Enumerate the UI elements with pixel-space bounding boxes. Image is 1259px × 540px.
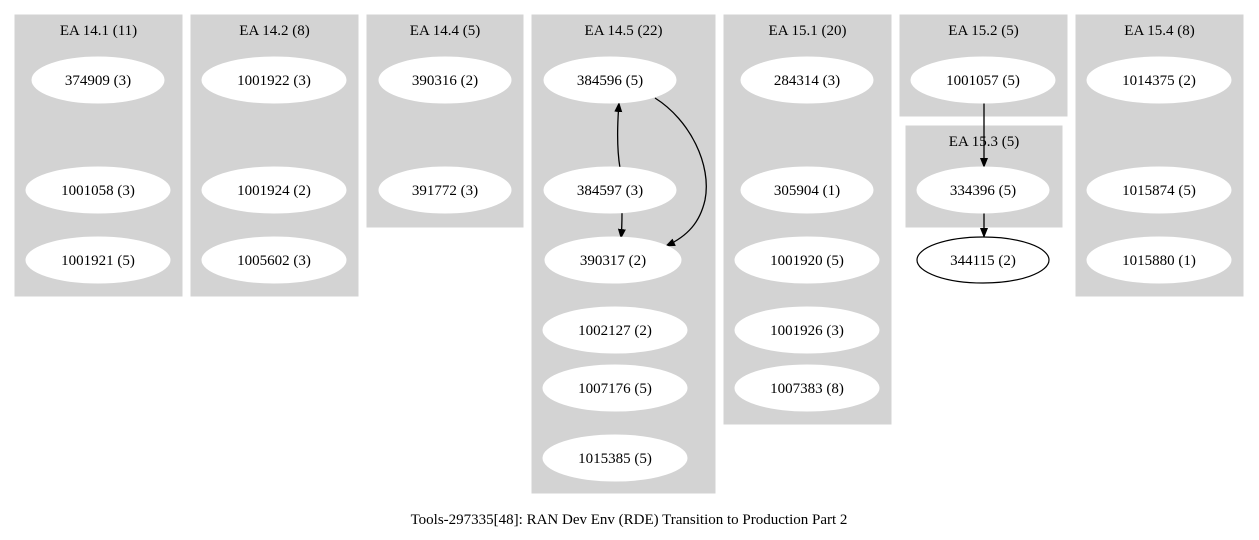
node-label: 1015874 (5) (1122, 183, 1196, 199)
graph-node[interactable]: 390317 (2) (544, 236, 682, 284)
graph-node[interactable]: 1001924 (2) (201, 166, 347, 214)
graph-node[interactable]: 1001920 (5) (734, 236, 880, 284)
node-label: 384596 (5) (577, 73, 643, 89)
node-label: 344115 (2) (950, 253, 1016, 269)
graph-node[interactable]: 1007383 (8) (734, 364, 880, 412)
graph-node[interactable]: 384597 (3) (543, 166, 677, 214)
cluster-title: EA 15.1 (20) (769, 23, 847, 39)
node-label: 1001921 (5) (61, 253, 135, 269)
edge-384597-to-384596 (614, 102, 623, 169)
graph-node[interactable]: 305904 (1) (740, 166, 874, 214)
graph-node[interactable]: 1002127 (2) (542, 306, 688, 354)
cluster-title: EA 15.2 (5) (948, 23, 1018, 39)
node-label: 1001057 (5) (946, 73, 1020, 89)
node-label: 384597 (3) (577, 183, 643, 199)
cluster-title: EA 14.4 (5) (410, 23, 480, 39)
graph-node[interactable]: 1001921 (5) (25, 236, 171, 284)
edge-384597-to-390317 (617, 212, 626, 239)
graph-node[interactable]: 1014375 (2) (1086, 56, 1232, 104)
node-label: 1001922 (3) (237, 73, 311, 89)
graph-node[interactable]: 1007176 (5) (542, 364, 688, 412)
graph-node[interactable]: 1001057 (5) (910, 56, 1056, 104)
graph-node[interactable]: 1001922 (3) (201, 56, 347, 104)
node-label: 305904 (1) (774, 183, 840, 199)
node-label: 1001926 (3) (770, 323, 844, 339)
node-label: 1005602 (3) (237, 253, 311, 269)
node-label: 390317 (2) (580, 253, 646, 269)
node-label: 1007383 (8) (770, 381, 844, 397)
node-label: 374909 (3) (65, 73, 131, 89)
node-label: 1014375 (2) (1122, 73, 1196, 89)
graph-node[interactable]: 390316 (2) (378, 56, 512, 104)
graph-node[interactable]: 384596 (5) (543, 56, 677, 104)
graph-node[interactable]: 1015874 (5) (1086, 166, 1232, 214)
graph-node[interactable]: 344115 (2) (916, 236, 1050, 284)
cluster-title: EA 15.4 (8) (1124, 23, 1194, 39)
node-label: 1001924 (2) (237, 183, 311, 199)
graph-node[interactable]: 1005602 (3) (201, 236, 347, 284)
edge-384596-to-390317 (654, 97, 707, 247)
graph-node[interactable]: 374909 (3) (31, 56, 165, 104)
node-label: 334396 (5) (950, 183, 1016, 199)
node-label: 1007176 (5) (578, 381, 652, 397)
graph-node[interactable]: 334396 (5) (916, 166, 1050, 214)
node-label: 1015385 (5) (578, 451, 652, 467)
graph-caption: Tools-297335[48]: RAN Dev Env (RDE) Tran… (411, 512, 848, 528)
edges (614, 97, 988, 247)
graph-node[interactable]: 391772 (3) (378, 166, 512, 214)
graph-node[interactable]: 1015385 (5) (542, 434, 688, 482)
node-label: 1015880 (1) (1122, 253, 1196, 269)
graph-node[interactable]: 1001058 (3) (25, 166, 171, 214)
cluster-title: EA 14.1 (11) (60, 23, 137, 39)
cluster-title: EA 14.2 (8) (239, 23, 309, 39)
cluster-title: EA 14.5 (22) (585, 23, 663, 39)
graph-node[interactable]: 1001926 (3) (734, 306, 880, 354)
graph-node[interactable]: 284314 (3) (740, 56, 874, 104)
node-label: 1001058 (3) (61, 183, 135, 199)
node-label: 1001920 (5) (770, 253, 844, 269)
node-label: 284314 (3) (774, 73, 840, 89)
node-label: 1002127 (2) (578, 323, 652, 339)
node-label: 391772 (3) (412, 183, 478, 199)
node-label: 390316 (2) (412, 73, 478, 89)
graph-node[interactable]: 1015880 (1) (1086, 236, 1232, 284)
